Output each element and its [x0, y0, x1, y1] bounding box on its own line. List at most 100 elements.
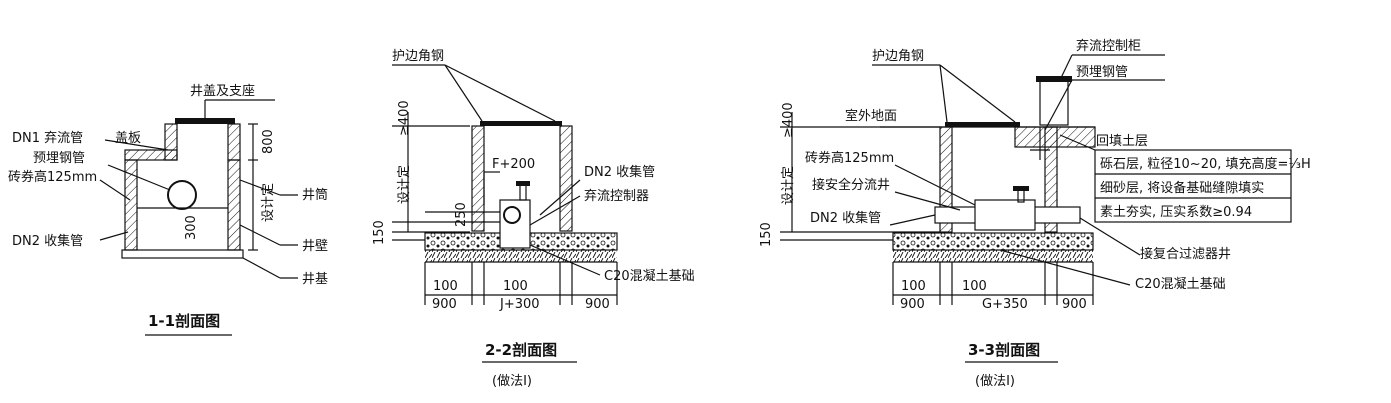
label-diverter-cabinet: 弃流控制柜 [1076, 39, 1141, 54]
label-outdoor-ground: 室外地面 [845, 108, 897, 124]
dim-design: 设计定 [397, 165, 412, 204]
gravel-layer [892, 232, 1094, 251]
dim-100-right: 100 [962, 279, 987, 294]
leader [104, 139, 169, 151]
well-base [121, 249, 244, 259]
controller-stem [519, 184, 527, 201]
label-dn2-pipe: DN2 收集管 [584, 164, 655, 180]
leader [999, 249, 1131, 286]
label-embedded-pipe: 预埋钢管 [33, 151, 85, 166]
dim-800: 800 [261, 129, 276, 154]
leader [939, 64, 948, 123]
label-cover-plate: 盖板 [115, 131, 141, 146]
leader [529, 244, 601, 276]
device-cap [1013, 186, 1029, 191]
label-edge-angle: 护边角钢 [392, 49, 444, 64]
leader [239, 179, 281, 196]
leader [1044, 79, 1073, 131]
section-3-3: 护边角钢 弃流控制柜 预埋钢管 室外地面 回填土层 砾石层, 粒径10~20, … [759, 39, 1311, 389]
shaft-wall-right-top [227, 123, 241, 161]
shaft-wall-right [1044, 126, 1058, 233]
section-1-1: 井盖及支座 盖板 DN1 弃流管 预埋钢管 砖券高125mm DN2 收集管 井… [8, 84, 328, 336]
label-brick-arch: 砖券高125mm [8, 169, 97, 185]
section-2-2: 护边角钢 DN2 收集管 弃流控制器 C20混凝土基础 ≥400 设计定 F+2… [372, 49, 695, 389]
dim-100-left: 100 [901, 279, 926, 294]
leader [107, 164, 171, 191]
label-embedded-pipe: 预埋钢管 [1076, 65, 1128, 80]
label-c20-foundation: C20混凝土基础 [1135, 276, 1226, 292]
dim-900-left: 900 [900, 297, 925, 312]
dim-ge400: ≥400 [781, 102, 796, 138]
label-dn2-pipe: DN2 收集管 [12, 233, 83, 249]
dim-900-left: 900 [432, 297, 457, 312]
shaft-wall-right [559, 125, 573, 232]
leader [444, 64, 483, 122]
leader [889, 214, 936, 226]
dim-design: 设计定 [261, 183, 276, 222]
leader [1059, 54, 1073, 81]
leader [99, 231, 129, 241]
section-1-title: 1-1剖面图 [148, 312, 220, 330]
manhole-cover [175, 118, 235, 124]
soil-layer [893, 250, 1093, 262]
label-safety-well: 接安全分流井 [812, 177, 890, 193]
dim-150: 150 [759, 222, 774, 247]
leader [99, 179, 131, 201]
dim-design: 设计定 [781, 166, 796, 205]
label-dn1-pipe: DN1 弃流管 [12, 131, 83, 146]
label-dn2-pipe: DN2 收集管 [810, 210, 881, 226]
well-wall-right [227, 159, 241, 251]
dim-ge400: ≥400 [397, 100, 412, 136]
section-3-title: 3-3剖面图 [968, 341, 1040, 359]
label-filter-well: 接复合过滤器井 [1140, 246, 1231, 262]
cover-plate [124, 149, 178, 161]
leader [239, 224, 281, 246]
leader [444, 64, 556, 122]
section-3-subtitle: (做法Ⅰ) [975, 374, 1015, 389]
dim-g350: G+350 [982, 297, 1028, 312]
label-edge-angle: 护边角钢 [872, 49, 924, 64]
dim-j300: J+300 [499, 297, 540, 312]
note-sand: 细砂层, 将设备基础缝隙填实 [1100, 180, 1264, 196]
edge-angle-steel [480, 121, 562, 126]
section-2-title: 2-2剖面图 [485, 341, 557, 359]
dim-900-right: 900 [1062, 297, 1087, 312]
cabinet-top [1036, 76, 1072, 82]
label-backfill: 回填土层 [1096, 134, 1148, 149]
label-cover-seat: 井盖及支座 [190, 84, 255, 99]
note-gravel: 砾石层, 粒径10~20, 填充高度=⅓H [1100, 156, 1311, 172]
leader [1079, 217, 1141, 256]
shaft-wall-left [471, 125, 485, 232]
dim-300: 300 [184, 215, 199, 240]
leader [894, 191, 961, 211]
leader [529, 195, 581, 226]
label-brick-arch: 砖券高125mm [805, 150, 894, 166]
notes-table [1094, 149, 1292, 223]
soil-layer [425, 250, 617, 262]
diverter-cabinet [1039, 79, 1069, 126]
dim-150: 150 [372, 220, 387, 245]
leader [1059, 134, 1096, 151]
controller-cap [516, 181, 530, 186]
label-diverter-controller: 弃流控制器 [584, 189, 649, 204]
label-c20-foundation: C20混凝土基础 [604, 268, 695, 284]
edge-angle-steel [945, 122, 1020, 127]
label-well-wall: 井壁 [302, 239, 328, 254]
device-body [974, 199, 1036, 231]
leader [894, 164, 976, 206]
dim-900-right: 900 [585, 297, 610, 312]
leader [939, 64, 1016, 123]
leader [539, 179, 581, 216]
dim-250: 250 [454, 202, 469, 227]
label-well-base: 井基 [302, 272, 328, 287]
dim-f200: F+200 [492, 157, 535, 172]
leader [242, 257, 281, 279]
pipe-circle [167, 180, 197, 210]
controller-pipe [503, 206, 521, 224]
dim-100-left: 100 [433, 279, 458, 294]
section-2-subtitle: (做法Ⅰ) [492, 374, 532, 389]
note-soil: 素土夯实, 压实系数≥0.94 [1100, 205, 1252, 220]
dim-100-right: 100 [503, 279, 528, 294]
label-shaft: 井筒 [302, 187, 328, 203]
